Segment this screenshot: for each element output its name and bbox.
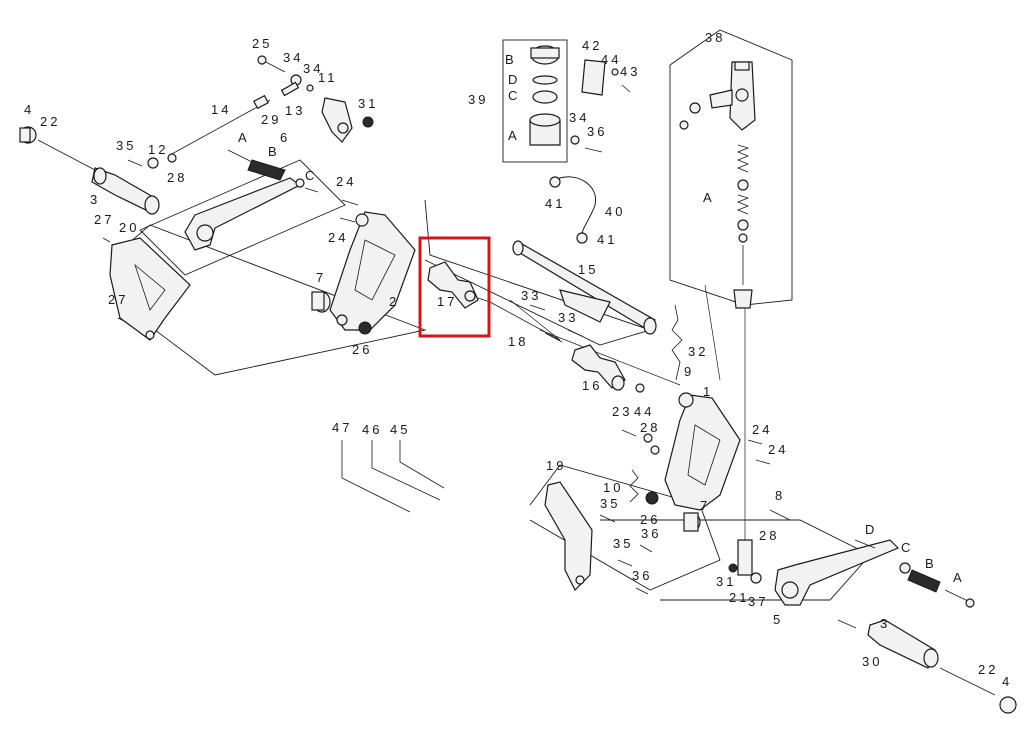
callout-17: 17 bbox=[437, 294, 457, 309]
callout-34: 34 bbox=[569, 110, 589, 125]
callout-41: 41 bbox=[597, 232, 617, 247]
callout-3: 3 bbox=[880, 616, 890, 631]
callout-labels: 25 34 34 11 4 22 14 29 13 31 35 12 A 6 B… bbox=[24, 30, 1012, 689]
callout-33: 33 bbox=[521, 288, 541, 303]
reservoir-assembly bbox=[529, 45, 631, 244]
callout-36: 36 bbox=[632, 568, 652, 583]
callout-13: 13 bbox=[285, 103, 305, 118]
callout-4: 4 bbox=[1002, 674, 1012, 689]
callout-46: 46 bbox=[362, 422, 382, 437]
callout-22: 22 bbox=[978, 662, 998, 677]
callout-8: 8 bbox=[775, 488, 785, 503]
callout-30: 30 bbox=[862, 654, 882, 669]
callout-31: 31 bbox=[716, 574, 736, 589]
callout-3: 3 bbox=[90, 192, 100, 207]
callout-36: 36 bbox=[641, 526, 661, 541]
callout-39: 39 bbox=[468, 92, 488, 107]
callout-38: 38 bbox=[705, 30, 725, 45]
callout-23: 23 bbox=[612, 404, 632, 419]
callout-27: 27 bbox=[108, 292, 128, 307]
callout-41: 41 bbox=[545, 196, 565, 211]
callout-32: 32 bbox=[688, 344, 708, 359]
callout-D: D bbox=[508, 72, 520, 87]
callout-35: 35 bbox=[613, 536, 633, 551]
callout-40: 40 bbox=[605, 204, 625, 219]
callout-7: 7 bbox=[700, 498, 710, 513]
callout-18: 18 bbox=[508, 334, 528, 349]
callout-42: 42 bbox=[582, 38, 602, 53]
callout-5: 5 bbox=[773, 612, 783, 627]
callout-C: C bbox=[508, 88, 520, 103]
callout-B: B bbox=[505, 52, 517, 67]
callout-24: 24 bbox=[768, 442, 788, 457]
callout-25: 25 bbox=[252, 36, 272, 51]
callout-28: 28 bbox=[167, 170, 187, 185]
callout-44: 44 bbox=[601, 52, 621, 67]
callout-22: 22 bbox=[40, 114, 60, 129]
callout-1: 1 bbox=[703, 384, 713, 399]
callout-28: 28 bbox=[640, 420, 660, 435]
callout-33: 33 bbox=[558, 310, 578, 325]
callout-24: 24 bbox=[336, 174, 356, 189]
callout-35: 35 bbox=[600, 496, 620, 511]
callout-4: 4 bbox=[24, 102, 34, 117]
callout-29: 29 bbox=[261, 112, 281, 127]
center-shaft-assembly bbox=[427, 240, 683, 393]
callout-21: 21 bbox=[729, 590, 749, 605]
callout-7: 7 bbox=[316, 270, 326, 285]
callout-28: 28 bbox=[759, 528, 779, 543]
callout-B: B bbox=[925, 556, 937, 571]
callout-C: C bbox=[901, 540, 913, 555]
callout-A: A bbox=[508, 128, 520, 143]
callout-44: 44 bbox=[634, 404, 654, 419]
callout-47: 47 bbox=[332, 420, 352, 435]
callout-15: 15 bbox=[578, 262, 598, 277]
callout-31: 31 bbox=[358, 96, 378, 111]
callout-34: 34 bbox=[303, 61, 323, 76]
callout-14: 14 bbox=[211, 102, 231, 117]
callout-34: 34 bbox=[283, 50, 303, 65]
callout-43: 43 bbox=[620, 64, 640, 79]
callout-B: B bbox=[268, 144, 280, 159]
callout-D: D bbox=[865, 522, 877, 537]
callout-2: 2 bbox=[389, 294, 399, 309]
right-pedal-assembly bbox=[544, 392, 1017, 714]
callout-16: 16 bbox=[582, 378, 602, 393]
callout-A: A bbox=[238, 130, 250, 145]
highlight-box-part-17 bbox=[418, 236, 491, 338]
callout-26: 26 bbox=[352, 342, 372, 357]
callout-26: 26 bbox=[640, 512, 660, 527]
callout-45: 45 bbox=[390, 422, 410, 437]
callout-A: A bbox=[703, 190, 715, 205]
callout-24: 24 bbox=[752, 422, 772, 437]
left-pedal-assembly bbox=[19, 55, 416, 341]
callout-19: 19 bbox=[546, 458, 566, 473]
hex-keys bbox=[341, 440, 445, 513]
callout-C: C bbox=[305, 168, 317, 183]
callout-24: 24 bbox=[328, 230, 348, 245]
callout-12: 12 bbox=[148, 142, 168, 157]
callout-20: 20 bbox=[119, 220, 139, 235]
callout-10: 10 bbox=[603, 480, 623, 495]
callout-6: 6 bbox=[280, 130, 290, 145]
callout-9: 9 bbox=[684, 364, 694, 379]
callout-36: 36 bbox=[587, 124, 607, 139]
callout-A: A bbox=[953, 570, 965, 585]
callout-37: 37 bbox=[748, 594, 768, 609]
callout-11: 11 bbox=[318, 70, 338, 85]
master-cylinder-assembly bbox=[679, 61, 756, 309]
callout-27: 27 bbox=[94, 212, 114, 227]
callout-35: 35 bbox=[116, 138, 136, 153]
